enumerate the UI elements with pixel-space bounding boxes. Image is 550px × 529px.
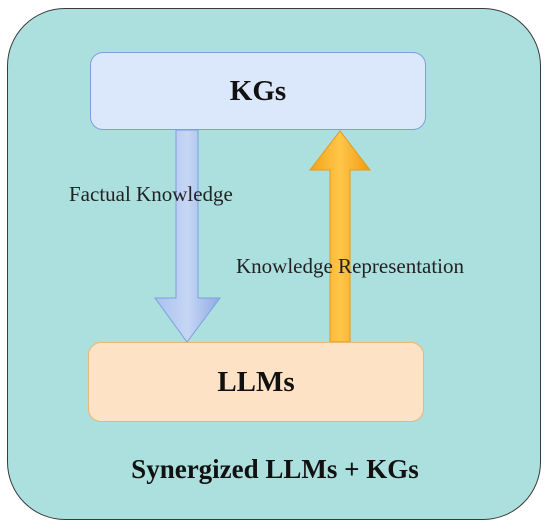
- kgs-box: KGs: [90, 52, 426, 130]
- diagram-caption: Synergized LLMs + KGs: [131, 454, 419, 484]
- llms-box: LLMs: [88, 342, 424, 422]
- arrow-knowledge-representation: [308, 130, 372, 343]
- knowledge-representation-label: Knowledge Representation: [236, 254, 465, 278]
- kgs-label: KGs: [229, 74, 287, 107]
- arrow-factual-knowledge: [154, 129, 221, 343]
- factual-knowledge-label: Factual Knowledge: [69, 182, 233, 206]
- llms-label: LLMs: [217, 365, 295, 398]
